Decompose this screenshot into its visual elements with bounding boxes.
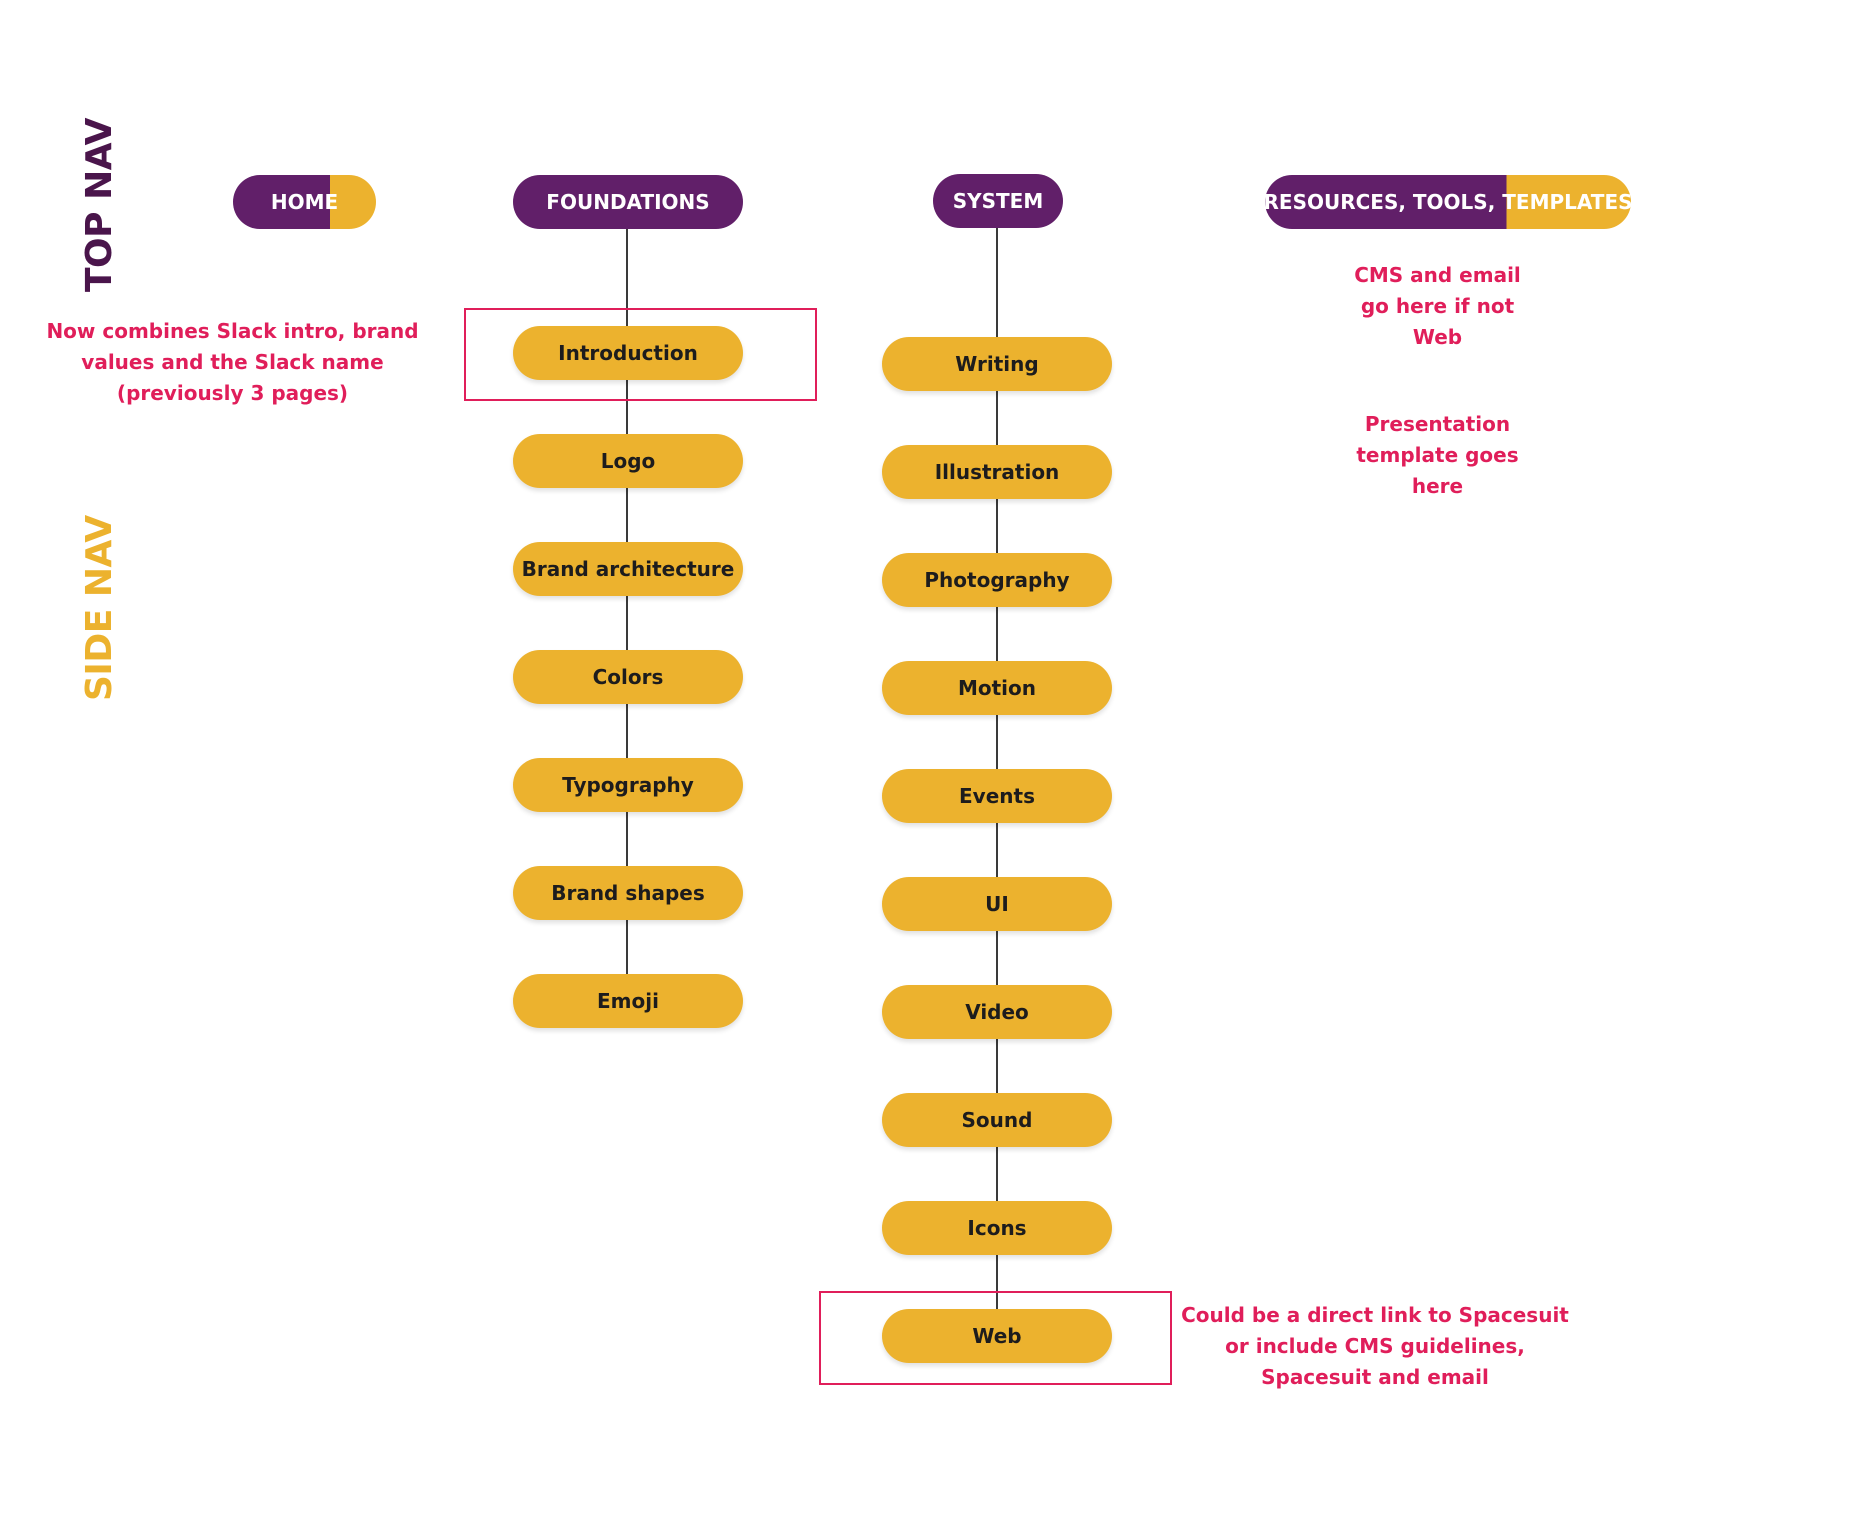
side-nav-writing[interactable]: Writing <box>882 337 1112 391</box>
side-nav-photography-label: Photography <box>924 568 1070 592</box>
top-nav-system[interactable]: SYSTEM <box>933 174 1063 228</box>
side-nav-video[interactable]: Video <box>882 985 1112 1039</box>
cms-email-annotation: CMS and email go here if not Web <box>1354 263 1521 349</box>
top-nav-resources-tools-templates[interactable]: RESOURCES, TOOLS, TEMPLATES <box>1263 175 1633 229</box>
side-nav-motion-label: Motion <box>957 676 1037 700</box>
side-nav-sound-label: Sound <box>961 1108 1033 1132</box>
top-nav-resources-label: RESOURCES, TOOLS, TEMPLATES <box>1263 190 1633 214</box>
introduction-annotation: Now combines Slack intro, brand values a… <box>46 319 419 405</box>
side-nav-emoji-label: Emoji <box>597 989 659 1013</box>
presentation-template-annotation: Presentation template goes here <box>1356 412 1519 498</box>
side-nav-writing-label: Writing <box>955 352 1039 376</box>
side-nav-logo[interactable]: Logo <box>513 434 743 488</box>
foundations-connector-line <box>626 228 628 1002</box>
introduction-highlight-box <box>464 308 817 401</box>
top-nav-foundations-label: FOUNDATIONS <box>546 190 710 214</box>
side-nav-colors[interactable]: Colors <box>513 650 743 704</box>
side-nav-icons[interactable]: Icons <box>882 1201 1112 1255</box>
side-nav-sound[interactable]: Sound <box>882 1093 1112 1147</box>
side-nav-brand-architecture-label: Brand architecture <box>521 557 735 581</box>
side-nav-colors-label: Colors <box>592 665 664 689</box>
side-nav-brand-architecture[interactable]: Brand architecture <box>513 542 743 596</box>
top-nav-section-label: TOP NAV <box>79 118 120 292</box>
side-nav-typography[interactable]: Typography <box>513 758 743 812</box>
side-nav-emoji[interactable]: Emoji <box>513 974 743 1028</box>
top-nav-system-label: SYSTEM <box>952 189 1044 213</box>
top-nav-home[interactable]: HOME <box>233 175 376 229</box>
web-annotation: Could be a direct link to Spacesuit or i… <box>1181 1303 1569 1389</box>
side-nav-introduction[interactable]: Introduction <box>513 326 743 380</box>
side-nav-video-label: Video <box>965 1000 1029 1024</box>
side-nav-icons-label: Icons <box>967 1216 1027 1240</box>
web-highlight-box <box>819 1291 1172 1385</box>
side-nav-web[interactable]: Web <box>882 1309 1112 1363</box>
side-nav-illustration[interactable]: Illustration <box>882 445 1112 499</box>
side-nav-web-label: Web <box>972 1324 1022 1348</box>
side-nav-introduction-label: Introduction <box>558 341 698 365</box>
side-nav-illustration-label: Illustration <box>934 460 1060 484</box>
side-nav-section-label: SIDE NAV <box>79 515 120 701</box>
side-nav-brand-shapes-label: Brand shapes <box>551 881 705 905</box>
side-nav-typography-label: Typography <box>562 773 694 797</box>
side-nav-events-label: Events <box>959 784 1035 808</box>
side-nav-photography[interactable]: Photography <box>882 553 1112 607</box>
top-nav-foundations[interactable]: FOUNDATIONS <box>513 175 743 229</box>
side-nav-logo-label: Logo <box>600 449 656 473</box>
side-nav-brand-shapes[interactable]: Brand shapes <box>513 866 743 920</box>
side-nav-motion[interactable]: Motion <box>882 661 1112 715</box>
side-nav-ui-label: UI <box>985 892 1009 916</box>
side-nav-events[interactable]: Events <box>882 769 1112 823</box>
top-nav-home-label: HOME <box>270 190 339 214</box>
side-nav-ui[interactable]: UI <box>882 877 1112 931</box>
